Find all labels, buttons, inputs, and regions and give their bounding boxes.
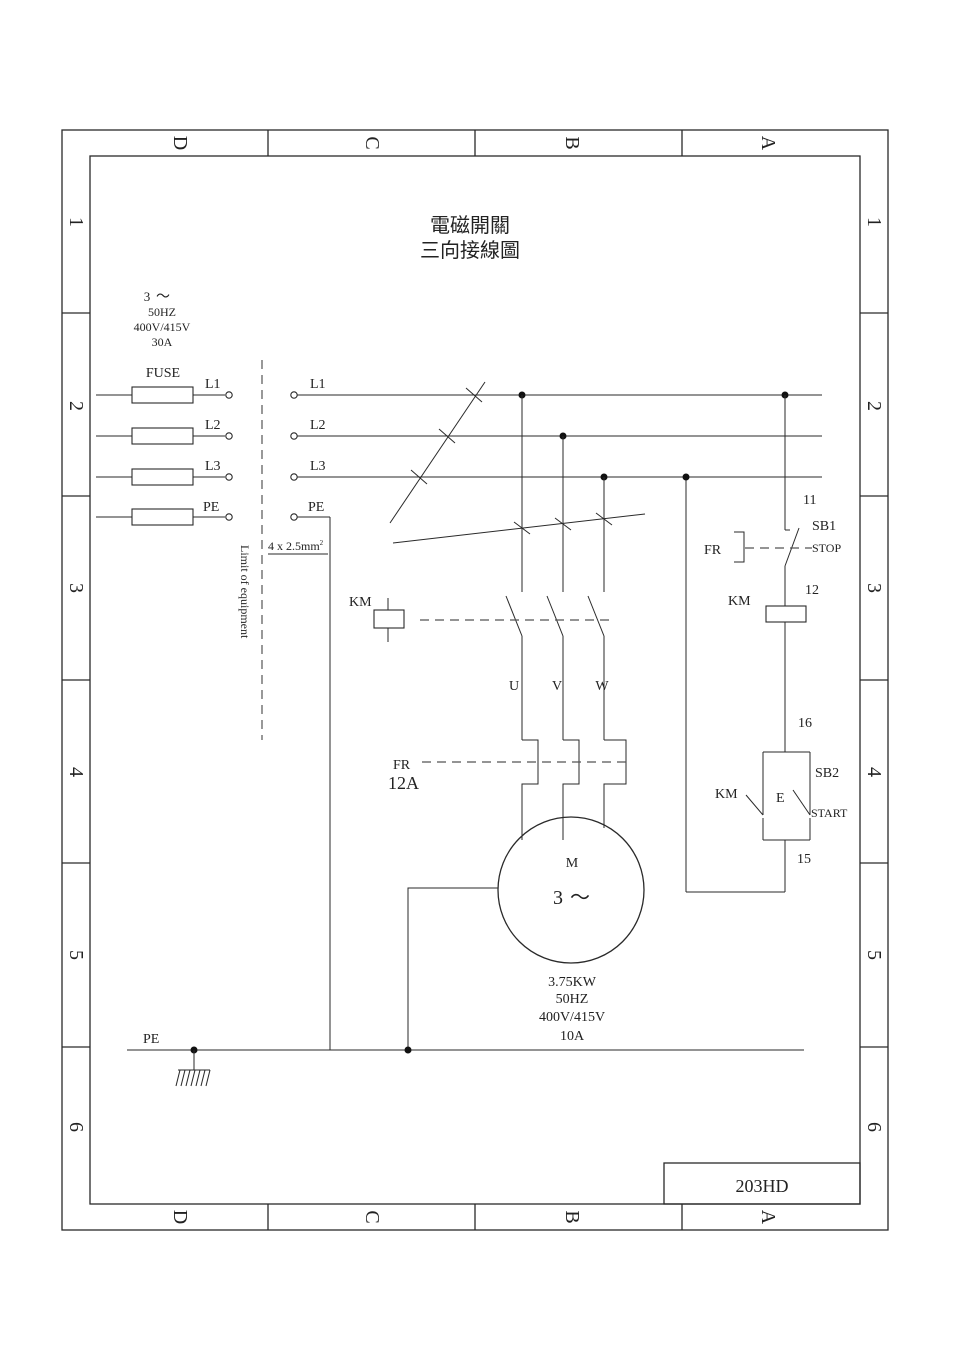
- motor-power: 3.75KW: [548, 975, 597, 990]
- fr-main-label: FR: [393, 758, 411, 773]
- equipment-terminal-l3: L3: [310, 459, 326, 474]
- title-line-2: 三向接線圖: [420, 239, 520, 262]
- phase-label-w: W: [595, 679, 609, 694]
- km-contact-w: [588, 596, 604, 636]
- km-contact-v: [547, 596, 563, 636]
- fuse-l3: [132, 469, 193, 485]
- km-aux-label: KM: [715, 787, 738, 802]
- motor-ac-symbol: ～: [570, 887, 590, 909]
- fuse-label: FUSE: [146, 366, 180, 381]
- row-label-right-1: 1: [863, 217, 885, 227]
- wire-number-16: 16: [798, 716, 812, 731]
- column-label-top-c: C: [361, 136, 383, 149]
- fr-element-w: [604, 740, 626, 828]
- motor-voltage: 400V/415V: [539, 1010, 605, 1025]
- control-circuit: 11 SB1 STOP FR KM 12 16 KM SB2 E START 1…: [683, 392, 848, 893]
- start-button-id: SB2: [815, 766, 839, 781]
- supply-terminal-l2: L2: [205, 418, 221, 433]
- column-label-bottom-c: C: [361, 1210, 383, 1223]
- supply-current: 30A: [152, 335, 173, 349]
- supply-terminal-l3: L3: [205, 459, 221, 474]
- row-label-right-4: 4: [863, 767, 885, 777]
- busbars: [297, 382, 822, 1050]
- start-button-mark: E: [776, 791, 785, 806]
- equipment-terminal-l2: L2: [310, 418, 326, 433]
- supply-spec: 3 ～ 50HZ 400V/415V 30A: [134, 289, 191, 349]
- ground-icon: [176, 1070, 210, 1086]
- row-label-right-6: 6: [863, 1122, 885, 1132]
- km-main-label: KM: [349, 595, 372, 610]
- fr-element-u: [522, 740, 538, 840]
- equipment-terminal-l1: L1: [310, 377, 326, 392]
- row-label-left-6: 6: [65, 1122, 87, 1132]
- motor-frequency: 50HZ: [556, 992, 589, 1007]
- column-label-top-a: A: [757, 136, 779, 151]
- row-label-left-4: 4: [65, 767, 87, 777]
- wire-number-11: 11: [803, 493, 816, 508]
- motor-current: 10A: [560, 1029, 585, 1044]
- phase-label-v: V: [552, 679, 562, 694]
- column-label-top-d: D: [169, 136, 191, 150]
- km-coil-label: KM: [728, 594, 751, 609]
- fr-aux-symbol: [734, 532, 744, 562]
- start-button-label: START: [811, 806, 848, 820]
- supply-phase: 3: [144, 289, 151, 304]
- supply-voltage: 400V/415V: [134, 320, 191, 334]
- km-contact-u: [506, 596, 522, 636]
- equipment-terminals: L1 L2 L3 PE 4 x 2.5mm2: [268, 377, 328, 554]
- supply-ac-symbol: ～: [156, 290, 170, 305]
- fuse-l2: [132, 428, 193, 444]
- column-label-bottom-b: B: [561, 1210, 583, 1223]
- supply-terminal-l1: L1: [205, 377, 221, 392]
- row-label-left-2: 2: [65, 401, 87, 411]
- wire-number-12: 12: [805, 583, 819, 598]
- supply-terminal-pe: PE: [203, 500, 219, 515]
- equipment-limit-label: Limit of equipment: [238, 545, 252, 639]
- fr-rating: 12A: [388, 773, 419, 793]
- column-label-top-b: B: [561, 136, 583, 149]
- phase-label-u: U: [509, 679, 519, 694]
- equipment-terminal-pe: PE: [308, 500, 324, 515]
- main-circuit: KM U V W FR 12A: [349, 392, 626, 841]
- fr-aux-label: FR: [704, 543, 722, 558]
- fuse-pe: [132, 509, 193, 525]
- column-label-bottom-a: A: [757, 1210, 779, 1225]
- motor: M 3 ～ 3.75KW 50HZ 400V/415V 10A: [408, 817, 644, 1050]
- row-label-left-5: 5: [65, 950, 87, 960]
- row-label-right-3: 3: [863, 583, 885, 593]
- km-aux-contact: [746, 795, 763, 815]
- cable-size-label: 4 x 2.5mm2: [268, 539, 324, 553]
- title-line-1: 電磁開關: [430, 214, 510, 237]
- earth-bus: PE: [127, 1032, 804, 1086]
- fuse-block: FUSE L1 L2 L3 PE: [96, 366, 232, 525]
- stop-button-id: SB1: [812, 519, 836, 534]
- fr-element-v: [563, 740, 579, 840]
- cable-size-text: 4 x 2.5mm: [268, 539, 320, 553]
- km-coil: [766, 606, 806, 622]
- row-label-left-1: 1: [65, 217, 87, 227]
- stop-button-label: STOP: [812, 541, 841, 555]
- cable-size-superscript: 2: [320, 539, 324, 547]
- drawing-number: 203HD: [736, 1176, 789, 1196]
- stop-button-contact: [785, 528, 799, 566]
- drawing-frame: 203HD D C B A D C B A 1 2 3 4 5 6 1 2 3 …: [62, 130, 888, 1230]
- earth-pe-label: PE: [143, 1032, 159, 1047]
- start-button-contact: [793, 790, 810, 815]
- column-label-bottom-d: D: [169, 1210, 191, 1224]
- row-label-right-5: 5: [863, 950, 885, 960]
- row-label-right-2: 2: [863, 401, 885, 411]
- motor-phase: 3: [553, 887, 563, 909]
- supply-frequency: 50HZ: [148, 305, 176, 319]
- km-coil-main: [374, 610, 404, 628]
- fuse-l1: [132, 387, 193, 403]
- row-label-left-3: 3: [65, 583, 87, 593]
- motor-label: M: [566, 856, 579, 871]
- wire-number-15: 15: [797, 852, 811, 867]
